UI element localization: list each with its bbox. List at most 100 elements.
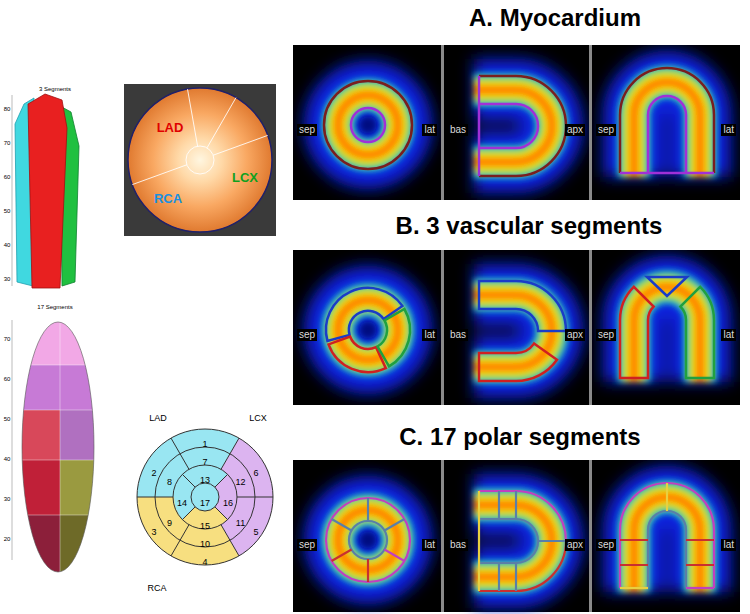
text-slot: apx xyxy=(565,324,585,342)
panel-separator xyxy=(443,45,591,612)
panel-heading: A. Myocardium xyxy=(469,4,641,32)
segment-number: 9 xyxy=(167,518,172,528)
polar-map xyxy=(124,84,276,236)
image-panel: sep lat xyxy=(592,45,740,200)
orientation-label: apx xyxy=(565,124,585,136)
image-panel: sep lat xyxy=(592,250,740,405)
image-panel: sep lat xyxy=(293,460,441,612)
axis-tick: 20 xyxy=(4,536,11,543)
segment-number: 17 xyxy=(200,498,210,508)
text-slot: bas xyxy=(448,534,468,552)
polar-map-panel: LAD LCX RCA xyxy=(124,84,276,236)
orientation-label: sep xyxy=(297,539,317,551)
axis-tick: 70 xyxy=(4,140,11,147)
text-slot: sep xyxy=(297,119,317,137)
label-slot: 16 xyxy=(223,492,233,510)
segment-number: 2 xyxy=(151,468,156,478)
label-slot: 17 Segments xyxy=(37,295,72,313)
plot-title: 3 Segments xyxy=(39,86,71,93)
label-slot: LCX xyxy=(249,407,267,425)
image-panel: sep lat xyxy=(293,45,441,200)
label-slot: 10 xyxy=(200,533,210,551)
text-slot: bas xyxy=(448,324,468,342)
text-slot: sep xyxy=(596,119,616,137)
label-slot: B. 3 vascular segments xyxy=(396,212,663,240)
label-slot: C. 17 polar segments xyxy=(399,423,640,451)
bullseye-chart xyxy=(137,429,273,565)
orientation-label: bas xyxy=(448,329,468,341)
orientation-label: lat xyxy=(721,539,736,551)
axis-tick: 40 xyxy=(4,456,11,463)
image-panel: bas apx xyxy=(444,250,589,405)
label-slot: 8 xyxy=(167,471,172,489)
orientation-label: lat xyxy=(422,124,437,136)
label-slot: 40 xyxy=(4,233,11,251)
image-panel: sep lat xyxy=(592,460,740,612)
axis-tick: 50 xyxy=(4,208,11,215)
text-slot: lat xyxy=(721,534,736,552)
label-slot: 1 xyxy=(202,433,207,451)
label-slot: 50 xyxy=(4,407,11,425)
image-panel: sep lat xyxy=(293,250,441,405)
label-slot: 70 xyxy=(4,131,11,149)
label-slot: 6 xyxy=(254,462,259,480)
orientation-label: sep xyxy=(596,329,616,341)
label-slot: 3 xyxy=(151,521,156,539)
segment-number: 13 xyxy=(200,475,210,485)
segment-number: 4 xyxy=(202,557,207,567)
label-slot: 20 xyxy=(4,527,11,545)
label-slot: 80 xyxy=(4,97,11,115)
territory-label: LCX xyxy=(249,413,267,423)
orientation-label: lat xyxy=(721,124,736,136)
text-slot: lat xyxy=(422,534,437,552)
orientation-label: apx xyxy=(565,329,585,341)
axis-tick: 60 xyxy=(4,376,11,383)
myocardium-contour xyxy=(324,68,714,176)
segment-number: 7 xyxy=(202,457,207,467)
label-slot: 7 xyxy=(202,451,207,469)
text-slot: lat xyxy=(422,324,437,342)
text-slot: lat xyxy=(721,119,736,137)
label-slot: 40 xyxy=(4,447,11,465)
label-slot: 4 xyxy=(202,551,207,569)
territory-label: RCA xyxy=(154,192,182,207)
label-slot: 70 xyxy=(4,327,11,345)
perfusion-image xyxy=(336,82,700,592)
territory-label: LAD xyxy=(157,121,184,136)
segment-number: 14 xyxy=(177,498,187,508)
panel-heading: C. 17 polar segments xyxy=(399,423,640,451)
axis-tick: 30 xyxy=(4,276,11,283)
label-slot: LAD xyxy=(149,407,167,425)
territory-label: LAD xyxy=(149,413,167,423)
label-slot: 17 xyxy=(200,492,210,510)
plot-title: 17 Segments xyxy=(37,304,72,311)
orientation-label: apx xyxy=(565,539,585,551)
label-slot: 2 xyxy=(151,462,156,480)
orientation-label: sep xyxy=(596,539,616,551)
label-slot: A. Myocardium xyxy=(469,4,641,32)
orientation-label: bas xyxy=(448,539,468,551)
text-slot: apx xyxy=(565,119,585,137)
territory-label: LCX xyxy=(232,171,258,186)
segment-number: 5 xyxy=(254,527,259,537)
segment-number: 8 xyxy=(167,477,172,487)
axis-tick: 30 xyxy=(4,496,11,503)
label-slot: 60 xyxy=(4,165,11,183)
text-slot: LCX xyxy=(232,168,258,186)
segment-number: 6 xyxy=(254,468,259,478)
text-slot: sep xyxy=(297,324,317,342)
orientation-label: bas xyxy=(448,124,468,136)
text-slot: bas xyxy=(448,119,468,137)
segment-number: 10 xyxy=(200,539,210,549)
label-slot: 30 xyxy=(4,487,11,505)
label-slot: 15 xyxy=(200,515,210,533)
segment-3d-plot xyxy=(12,94,79,288)
segment-contour xyxy=(326,483,714,591)
orientation-label: lat xyxy=(721,329,736,341)
label-slot: 60 xyxy=(4,367,11,385)
orientation-label: sep xyxy=(596,124,616,136)
label-slot: 9 xyxy=(167,512,172,530)
orientation-label: lat xyxy=(422,329,437,341)
